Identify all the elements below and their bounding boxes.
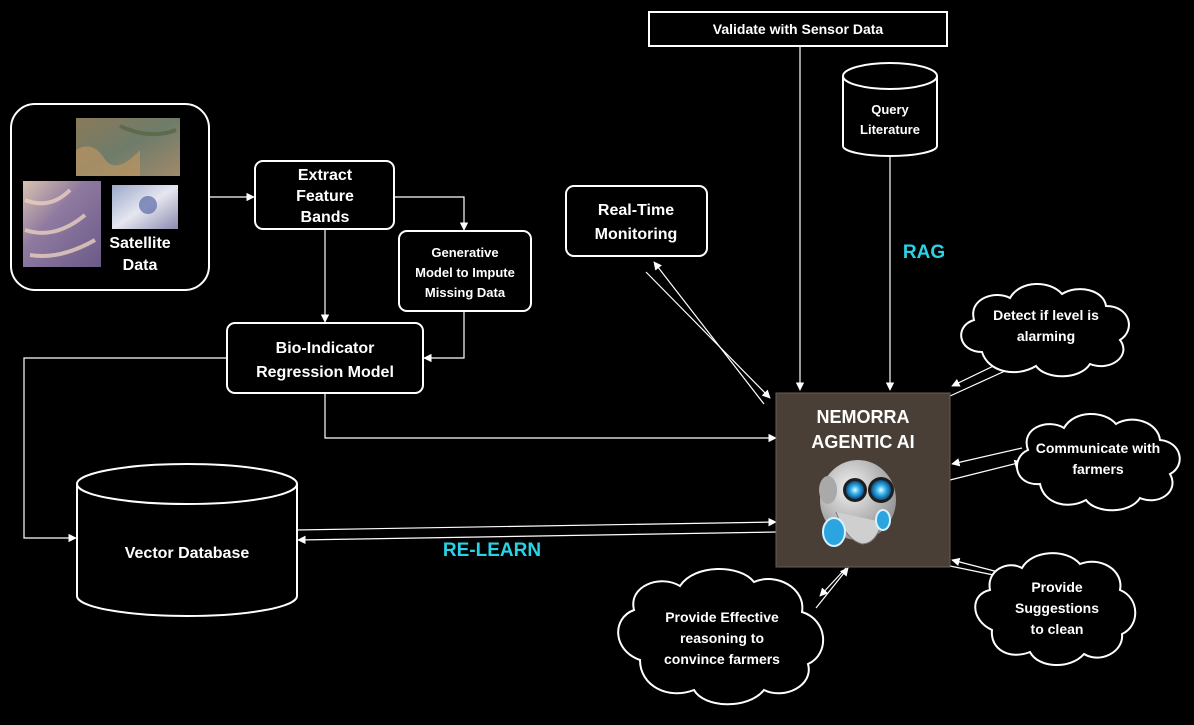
generative-model-node: Generative Model to Impute Missing Data (398, 230, 532, 312)
communicate-line-2: farmers (1072, 461, 1124, 477)
suggestions-line-3: to clean (1031, 621, 1084, 637)
communicate-line-1: Communicate with (1036, 440, 1160, 456)
edge-vectordb-to-agent (295, 517, 777, 531)
edge-extract-to-generative (394, 196, 469, 231)
query-literature-line-1: Query (871, 102, 909, 117)
detect-line-2: alarming (1017, 328, 1075, 344)
edge-communicate-to-agent (951, 447, 1023, 467)
edge-agent-to-monitoring (653, 261, 765, 405)
agent-line-1: NEMORRA (817, 407, 910, 427)
query-literature-line-2: Literature (860, 122, 920, 137)
extract-feature-bands-node: Extract Feature Bands (254, 160, 395, 230)
vector-database-node: Vector Database (76, 463, 298, 617)
robot-icon (819, 460, 896, 547)
edges (23, 46, 1023, 609)
relearn-label: RE-LEARN (443, 540, 541, 561)
generative-line-2: Model to Impute (415, 265, 515, 280)
suggestions-line-1: Provide (1031, 579, 1083, 595)
reasoning-line-2: reasoning to (680, 630, 764, 646)
edge-reasoning-to-agent (815, 567, 849, 609)
suggestions-line-2: Suggestions (1015, 600, 1099, 616)
agent-node: NEMORRA AGENTIC AI (775, 392, 951, 568)
real-time-monitoring-node: Real-Time Monitoring (565, 185, 708, 257)
edge-bioindicator-to-vectordb (23, 357, 226, 543)
vector-database-label: Vector Database (125, 545, 250, 562)
validate-sensor-label: Validate with Sensor Data (713, 21, 884, 37)
provide-reasoning-node: Provide Effective reasoning to convince … (617, 568, 824, 706)
agent-line-2: AGENTIC AI (811, 432, 914, 452)
communicate-farmers-node: Communicate with farmers (1016, 412, 1181, 512)
validate-sensor-node: Validate with Sensor Data (648, 11, 948, 47)
generative-line-1: Generative (431, 245, 498, 260)
reasoning-line-1: Provide Effective (665, 609, 779, 625)
detect-alarming-node: Detect if level is alarming (960, 282, 1130, 378)
monitoring-line-2: Monitoring (595, 226, 678, 243)
rag-label: RAG (903, 242, 945, 263)
edge-bioindicator-to-agent (324, 394, 777, 443)
edge-agent-to-reasoning (819, 567, 847, 597)
detect-line-1: Detect if level is (993, 307, 1099, 323)
edge-agent-to-communicate (949, 459, 1023, 481)
edge-agent-to-vectordb (297, 531, 777, 545)
monitoring-line-1: Real-Time (598, 202, 674, 219)
edge-generative-to-bioindicator (423, 312, 465, 363)
bio-indicator-line-1: Bio-Indicator (276, 340, 375, 357)
satellite-image-icon (23, 118, 180, 267)
extract-line-3: Bands (301, 209, 350, 226)
satellite-data-line-1: Satellite (109, 235, 170, 252)
satellite-data-line-2: Data (123, 257, 158, 274)
bio-indicator-node: Bio-Indicator Regression Model (226, 322, 424, 394)
query-literature-node: Query Literature (842, 62, 938, 157)
reasoning-line-3: convince farmers (664, 651, 780, 667)
satellite-data-node: Satellite Data (10, 103, 210, 291)
extract-line-2: Feature (296, 188, 354, 205)
bio-indicator-line-2: Regression Model (256, 364, 394, 381)
provide-suggestions-node: Provide Suggestions to clean (974, 552, 1137, 667)
edge-monitoring-to-agent (645, 271, 771, 399)
extract-line-1: Extract (298, 167, 353, 184)
generative-line-3: Missing Data (425, 285, 506, 300)
